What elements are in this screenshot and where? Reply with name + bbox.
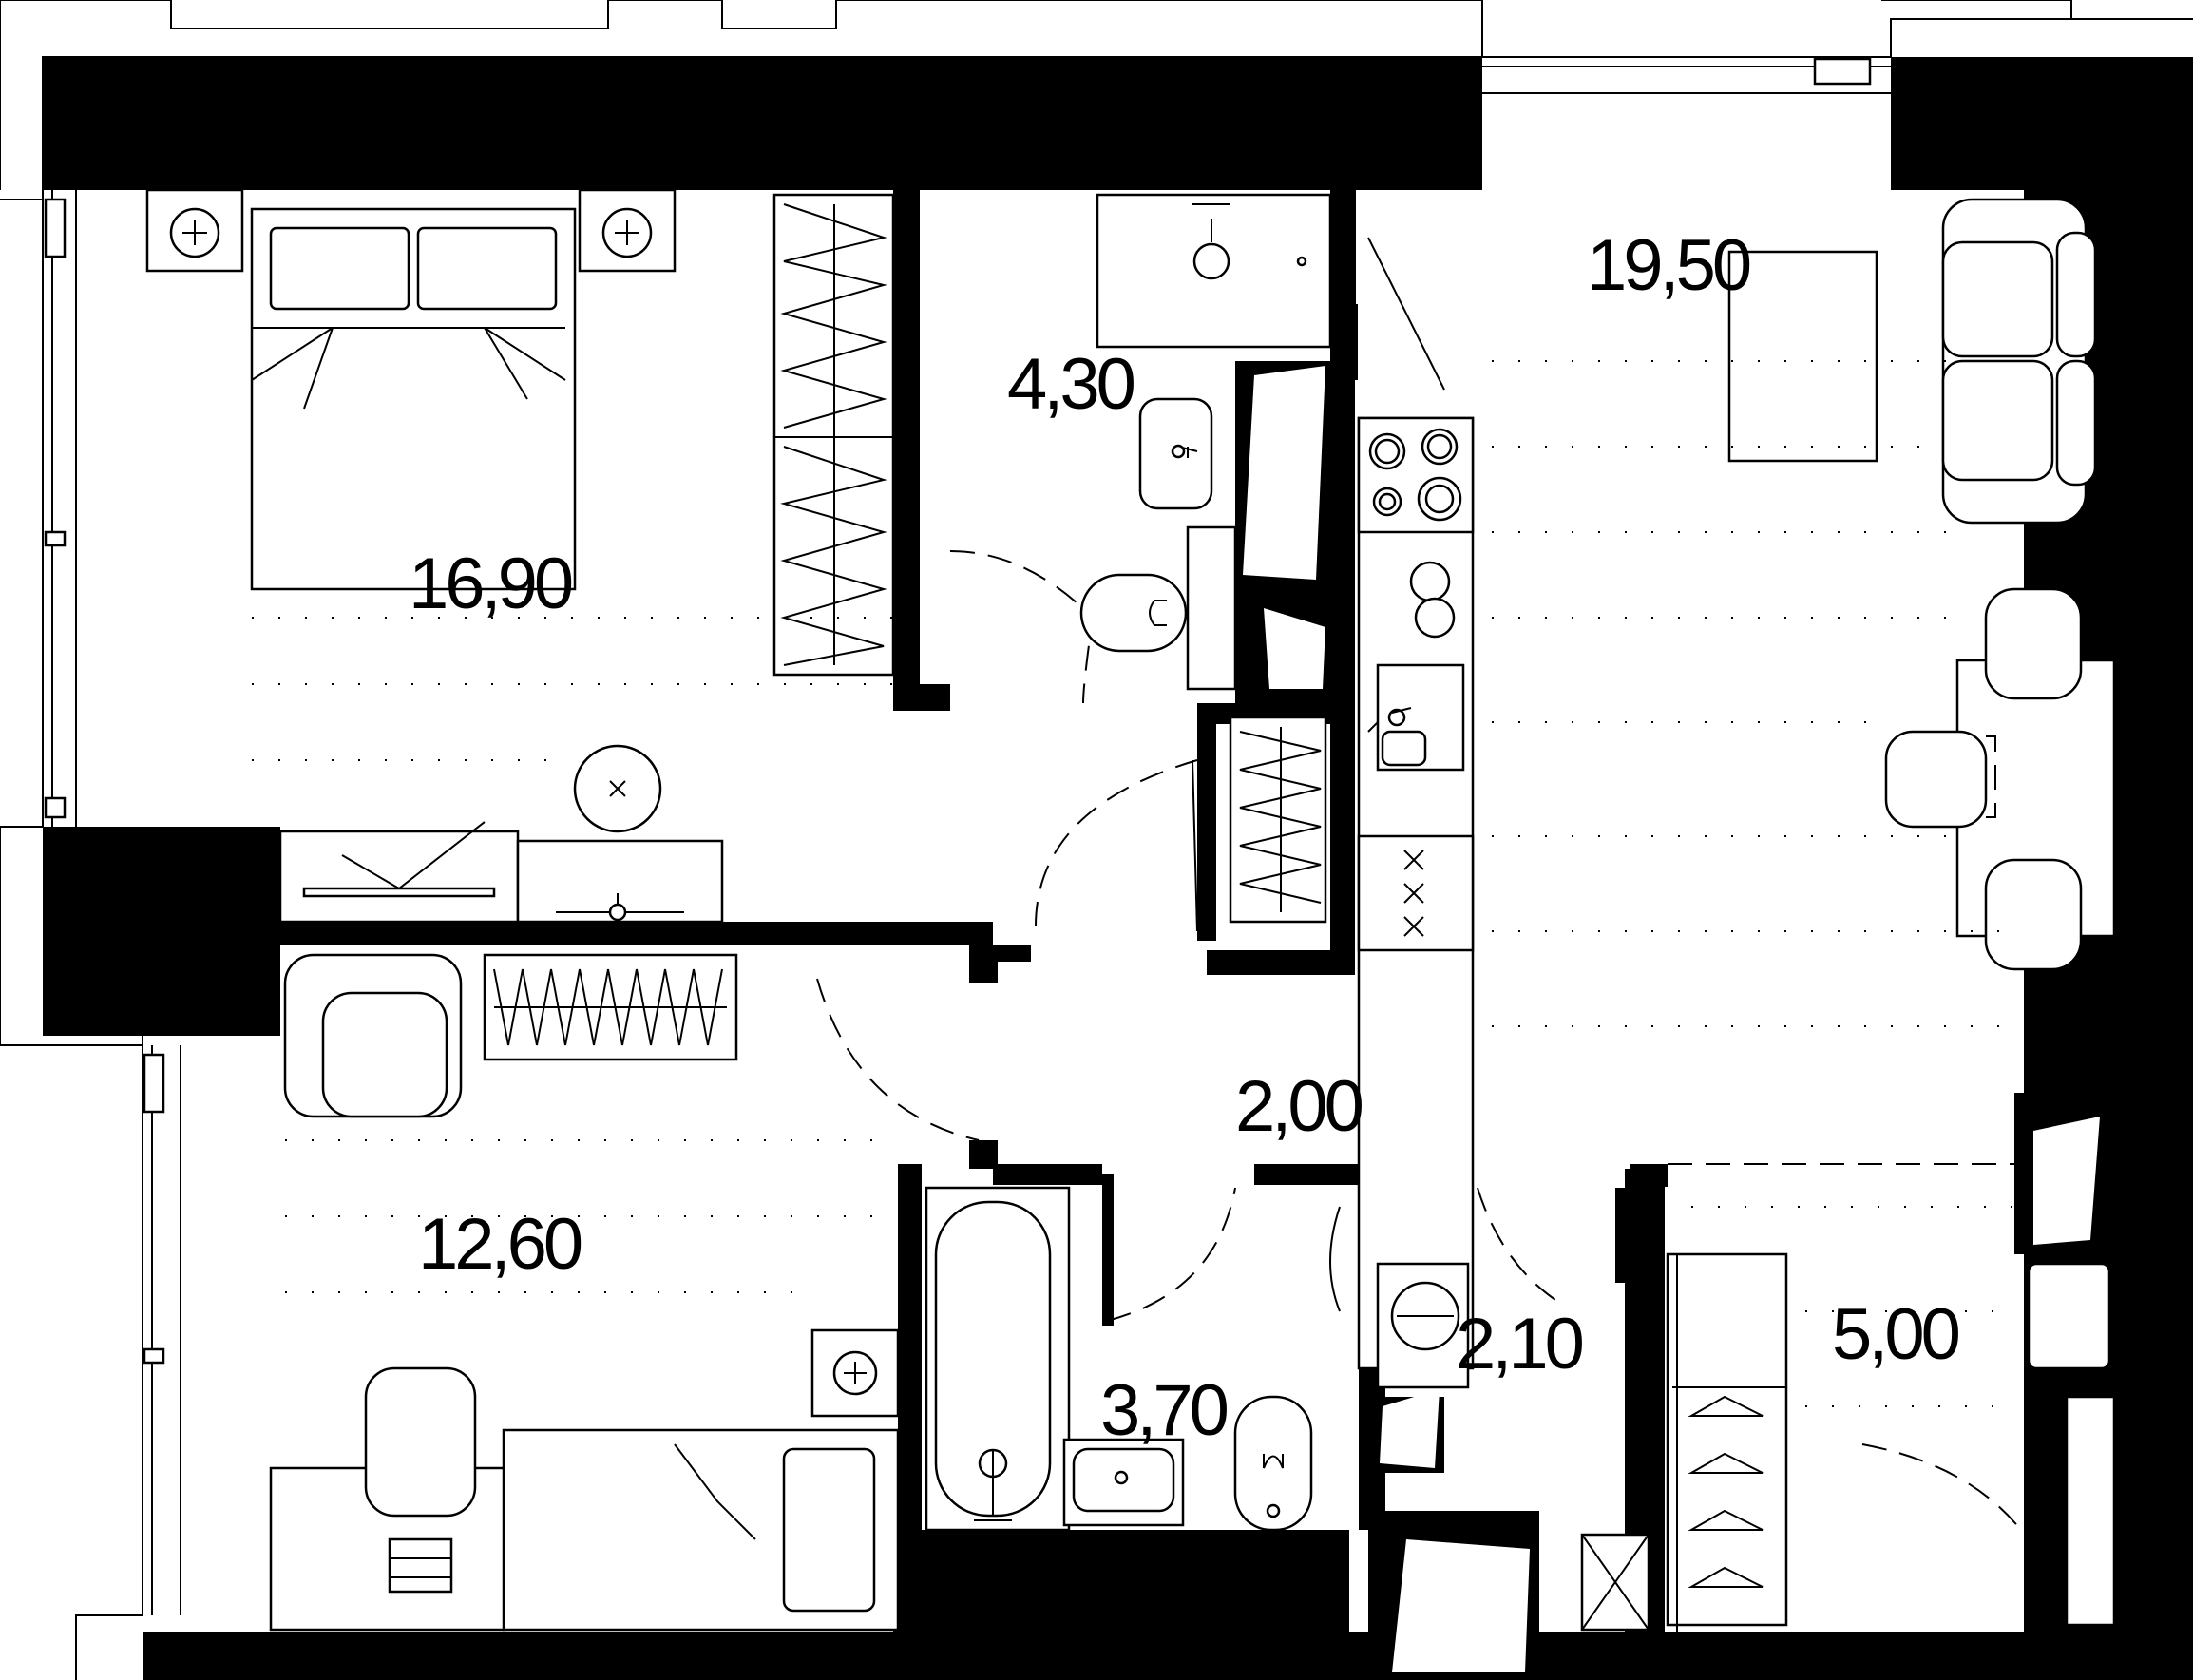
- area-bathroom-top: 4,30: [1007, 344, 1135, 425]
- bathroom-bottom-fixtures: [925, 1186, 1313, 1532]
- shelf-unit: [1229, 716, 1327, 924]
- kitchen-living-furniture: [1357, 198, 2116, 1370]
- toilet-bottom: [1233, 1395, 1313, 1532]
- area-hallway: 5,00: [1832, 1294, 1959, 1375]
- coffee-table: [1727, 250, 1878, 463]
- area-kitchen-living: 19,50: [1587, 225, 1750, 306]
- cooktop: [1357, 416, 1475, 534]
- area-bedroom: 16,90: [409, 544, 572, 624]
- dresser: [278, 830, 520, 924]
- floor-dot-grid: [252, 360, 2014, 1407]
- area-bedroom-2: 12,60: [418, 1204, 582, 1285]
- top-wall: [43, 57, 1482, 190]
- bottom-wall: [143, 1632, 1330, 1680]
- coat-rack: [2065, 1395, 2116, 1627]
- bedroom-furniture: [145, 188, 895, 924]
- area-bathroom-bottom: 3,70: [1100, 1370, 1228, 1451]
- toilet-top: [1079, 573, 1188, 653]
- shoe-cabinet: [2027, 1262, 2111, 1370]
- area-wc: 2,10: [1456, 1304, 1583, 1384]
- area-corridor: 2,00: [1235, 1066, 1363, 1147]
- wc-hallway-fixtures: [1376, 1252, 2116, 1634]
- closet: [1666, 1252, 1788, 1627]
- bathroom-top-fixtures: [1079, 193, 1332, 924]
- room-area-labels: 16,90 4,30 19,50 2,00 12,60 3,70 2,10 5,…: [409, 225, 1963, 1451]
- left-wall-block: [43, 827, 280, 1036]
- shower: [1096, 193, 1332, 349]
- shaft-details: [1243, 366, 2100, 1672]
- top-right-wall: [1891, 57, 2024, 190]
- bedroom-2-furniture: [269, 953, 900, 1632]
